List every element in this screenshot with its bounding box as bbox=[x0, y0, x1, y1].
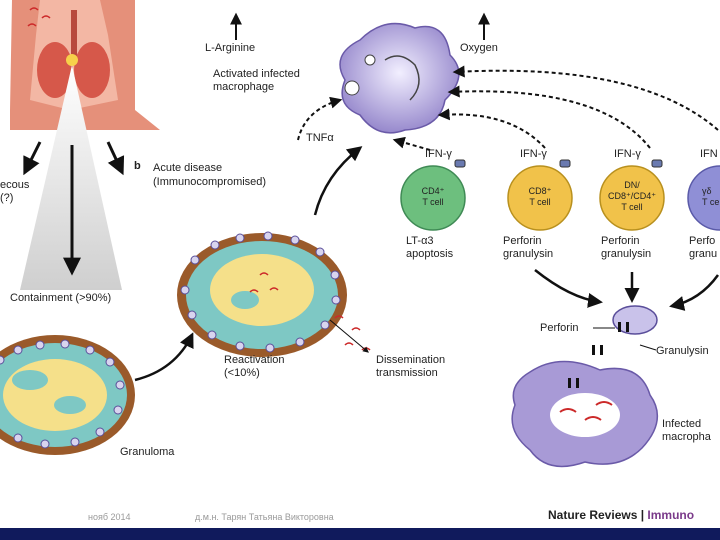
label-ifn-2: IFN-γ bbox=[520, 148, 547, 160]
label-ifn-4: IFN bbox=[700, 148, 718, 160]
arrow-dissemination bbox=[329, 319, 369, 353]
mech-4-line-2: granu bbox=[689, 248, 718, 260]
label-dissemination-2: transmission bbox=[376, 367, 438, 379]
label-left-partial-2: (?) bbox=[0, 192, 14, 204]
mech-2-line-2: granulysin bbox=[503, 248, 554, 260]
granulysin-pointer bbox=[639, 344, 657, 351]
arrow-cd8-to-target bbox=[534, 269, 603, 308]
arrow-granuloma-to-reactivation bbox=[134, 332, 194, 382]
activated-macrophage bbox=[339, 22, 460, 134]
ifn-arrow-3 bbox=[447, 85, 651, 149]
mech-2-line-1: Perforin bbox=[503, 235, 542, 247]
label-containment: Containment (>90%) bbox=[10, 292, 112, 304]
cd4-t-cell bbox=[400, 165, 466, 231]
label-macrophage-2: macrophage bbox=[213, 81, 275, 93]
mech-3-line-2: granulysin bbox=[601, 248, 652, 260]
brand-main: Nature Reviews bbox=[548, 508, 638, 522]
cd4-cell-label-2: T cell bbox=[422, 197, 444, 207]
journal-brand: Nature Reviews | Immuno bbox=[548, 508, 694, 522]
ifn-arrow-2 bbox=[437, 108, 546, 149]
label-granuloma: Granuloma bbox=[120, 446, 175, 458]
dn-cell-label-2: CD8⁺/CD4⁺ bbox=[607, 191, 656, 201]
mech-1-line-1: LT-α3 bbox=[406, 235, 434, 247]
cd8-cell-label-1: CD8⁺ bbox=[528, 186, 552, 196]
brand-separator: | bbox=[637, 508, 648, 522]
label-acute-2: (Immunocompromised) bbox=[153, 176, 267, 188]
arrow-gd-to-target bbox=[669, 274, 720, 311]
label-acute-1: Acute disease bbox=[153, 162, 223, 174]
granuloma bbox=[0, 335, 135, 455]
bacteria-squiggles bbox=[27, 7, 51, 27]
granuloma-cells bbox=[0, 339, 125, 449]
cd8-cell-label-2: T cell bbox=[529, 197, 551, 207]
perforin-pores bbox=[568, 322, 629, 388]
receptor-icons bbox=[454, 159, 663, 168]
label-dissemination-1: Dissemination bbox=[376, 354, 446, 366]
brand-accent: Immuno bbox=[647, 508, 695, 522]
dn-cell-label-3: T cell bbox=[621, 202, 643, 212]
dn-cell-label-1: DN/ bbox=[624, 180, 640, 190]
gd-t-cell bbox=[687, 165, 720, 231]
footer-date: нояб 2014 bbox=[88, 512, 131, 522]
mech-1-line-2: apoptosis bbox=[406, 248, 454, 260]
gd-cell-label-1: γδ bbox=[702, 186, 712, 196]
ifn-arrow-4 bbox=[452, 65, 719, 131]
label-granulysin: Granulysin bbox=[656, 345, 709, 357]
label-reactivation-1: Reactivation bbox=[224, 354, 285, 366]
reactivation-cells bbox=[180, 231, 341, 353]
arrow-tnf bbox=[297, 96, 343, 141]
bottom-bar bbox=[0, 528, 720, 540]
killer-cell bbox=[612, 305, 658, 335]
label-tnf: TNFα bbox=[306, 132, 334, 144]
cd4-cell-label-1: CD4⁺ bbox=[421, 186, 445, 196]
arrow-left bbox=[23, 141, 42, 176]
arrow-acute bbox=[106, 141, 125, 176]
gd-cell-label-2: T ce bbox=[702, 197, 720, 207]
label-arginine: L-Arginine bbox=[205, 42, 256, 54]
mech-3-line-1: Perforin bbox=[601, 235, 640, 247]
label-oxygen: Oxygen bbox=[460, 42, 498, 54]
label-infected-2: macropha bbox=[662, 431, 711, 443]
footer-author: д.м.н. Тарян Татьяна Викторовна bbox=[195, 512, 334, 522]
label-ifn-3: IFN-γ bbox=[614, 148, 641, 160]
label-left-partial-1: ecous bbox=[0, 179, 30, 191]
mech-4-line-1: Perfo bbox=[689, 235, 716, 247]
arrow-reactivation-to-macrophage bbox=[313, 146, 363, 216]
dn-t-cell bbox=[599, 165, 665, 231]
label-perforin: Perforin bbox=[540, 322, 579, 334]
label-infected-1: Infected bbox=[662, 418, 702, 430]
label-reactivation-2: (<10%) bbox=[224, 367, 260, 379]
cd8-t-cell bbox=[507, 165, 573, 231]
label-ifn-1: IFN-γ bbox=[425, 148, 452, 160]
infected-macrophage bbox=[511, 360, 659, 468]
human-torso bbox=[10, 0, 160, 130]
label-b-marker: b bbox=[134, 160, 141, 172]
ifn-arrow-1 bbox=[392, 136, 431, 151]
reactivation-granuloma bbox=[177, 233, 347, 357]
label-macrophage-1: Activated infected bbox=[213, 68, 300, 80]
